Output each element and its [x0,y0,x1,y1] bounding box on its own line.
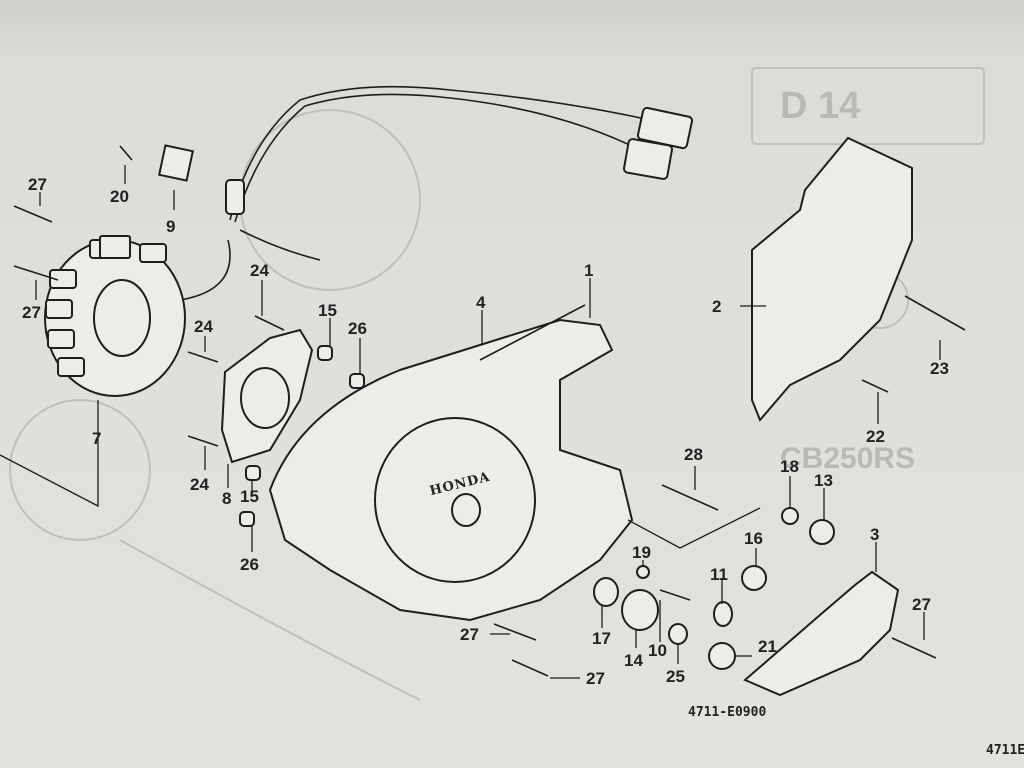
callout-27d: 27 [586,669,605,688]
callout-15b: 15 [240,487,259,506]
callout-14: 14 [624,651,643,670]
washer-18 [781,507,799,525]
callout-18: 18 [780,457,799,476]
chain-cover-part-2 [751,136,913,422]
callout-27b: 27 [22,303,41,322]
callout-27e: 27 [912,595,931,614]
oring-17 [593,577,619,607]
callout-26b: 26 [240,555,259,574]
bolt-24c [187,435,219,447]
callout-24c: 24 [190,475,209,494]
gasket-strip-part-4 [479,304,586,361]
corner-code: 4711E [986,743,1024,758]
spacer-11 [713,601,733,627]
callout-16: 16 [744,529,763,548]
callout-13: 13 [814,471,833,490]
wire-harness [179,85,694,301]
callout-9: 9 [166,217,175,236]
callout-17: 17 [592,629,611,648]
callout-7: 7 [92,429,101,448]
callout-24b: 24 [194,317,213,336]
callout-28: 28 [684,445,703,464]
callout-21: 21 [758,637,777,656]
ghost-model-text: CB250RS [780,442,915,475]
callout-15a: 15 [318,301,337,320]
bolt-10 [659,589,691,601]
dowel-26a [349,373,365,389]
bolt-27a [13,205,53,223]
ghost-page-tag: D 14 [780,85,860,127]
connector-b-icon [623,138,673,180]
bolt-20 [119,145,133,161]
bolt-27d [511,659,549,677]
clip-9 [158,144,194,182]
callout-10: 10 [648,641,667,660]
ghost-page-tag-box [751,67,985,145]
bolt-27b [13,265,59,281]
bolt-22 [861,379,889,393]
bolt-27e [891,637,937,659]
bolt-27c [493,623,537,641]
grommet-icon [225,179,245,215]
callout-23: 23 [930,359,949,378]
callout-2: 2 [712,297,721,316]
bolt-23 [904,295,966,331]
cap-14 [621,589,659,631]
dowel-15b [245,465,261,481]
bolt-28 [661,484,719,511]
callout-11: 11 [710,565,728,584]
callout-4: 4 [476,293,486,312]
callout-19: 19 [632,543,651,562]
bolts [13,144,966,677]
washer-25 [668,623,688,645]
callout-1: 1 [584,261,593,280]
stator-part-7 [44,235,186,397]
callout-22: 22 [866,427,885,446]
leader-lines [0,165,941,679]
callout-25: 25 [666,667,685,686]
crankcase-cover-part-1: HONDA [268,304,634,622]
ghost-line [119,539,421,701]
callout-26a: 26 [348,319,367,338]
plate-hole [240,367,290,429]
plug-16 [741,565,767,591]
dowel-26b [239,511,255,527]
bolt-24b [187,351,219,363]
callout-8: 8 [222,489,231,508]
callout-24a: 24 [250,261,269,280]
callout-27c: 27 [460,625,479,644]
oring-19 [636,565,650,579]
plug-13 [809,519,835,545]
callout-labels: 1 2 3 4 7 8 9 10 11 13 14 15 15 16 17 18… [22,175,949,688]
bolt-24a [254,315,285,331]
plug-21 [708,642,736,670]
callout-20: 20 [110,187,129,206]
callout-3: 3 [870,525,879,544]
dowel-15a [317,345,333,361]
ghost-rotor [9,399,151,541]
guard-part-3 [743,570,900,697]
figure-code: 4711-E0900 [688,705,766,720]
callout-27a: 27 [28,175,47,194]
